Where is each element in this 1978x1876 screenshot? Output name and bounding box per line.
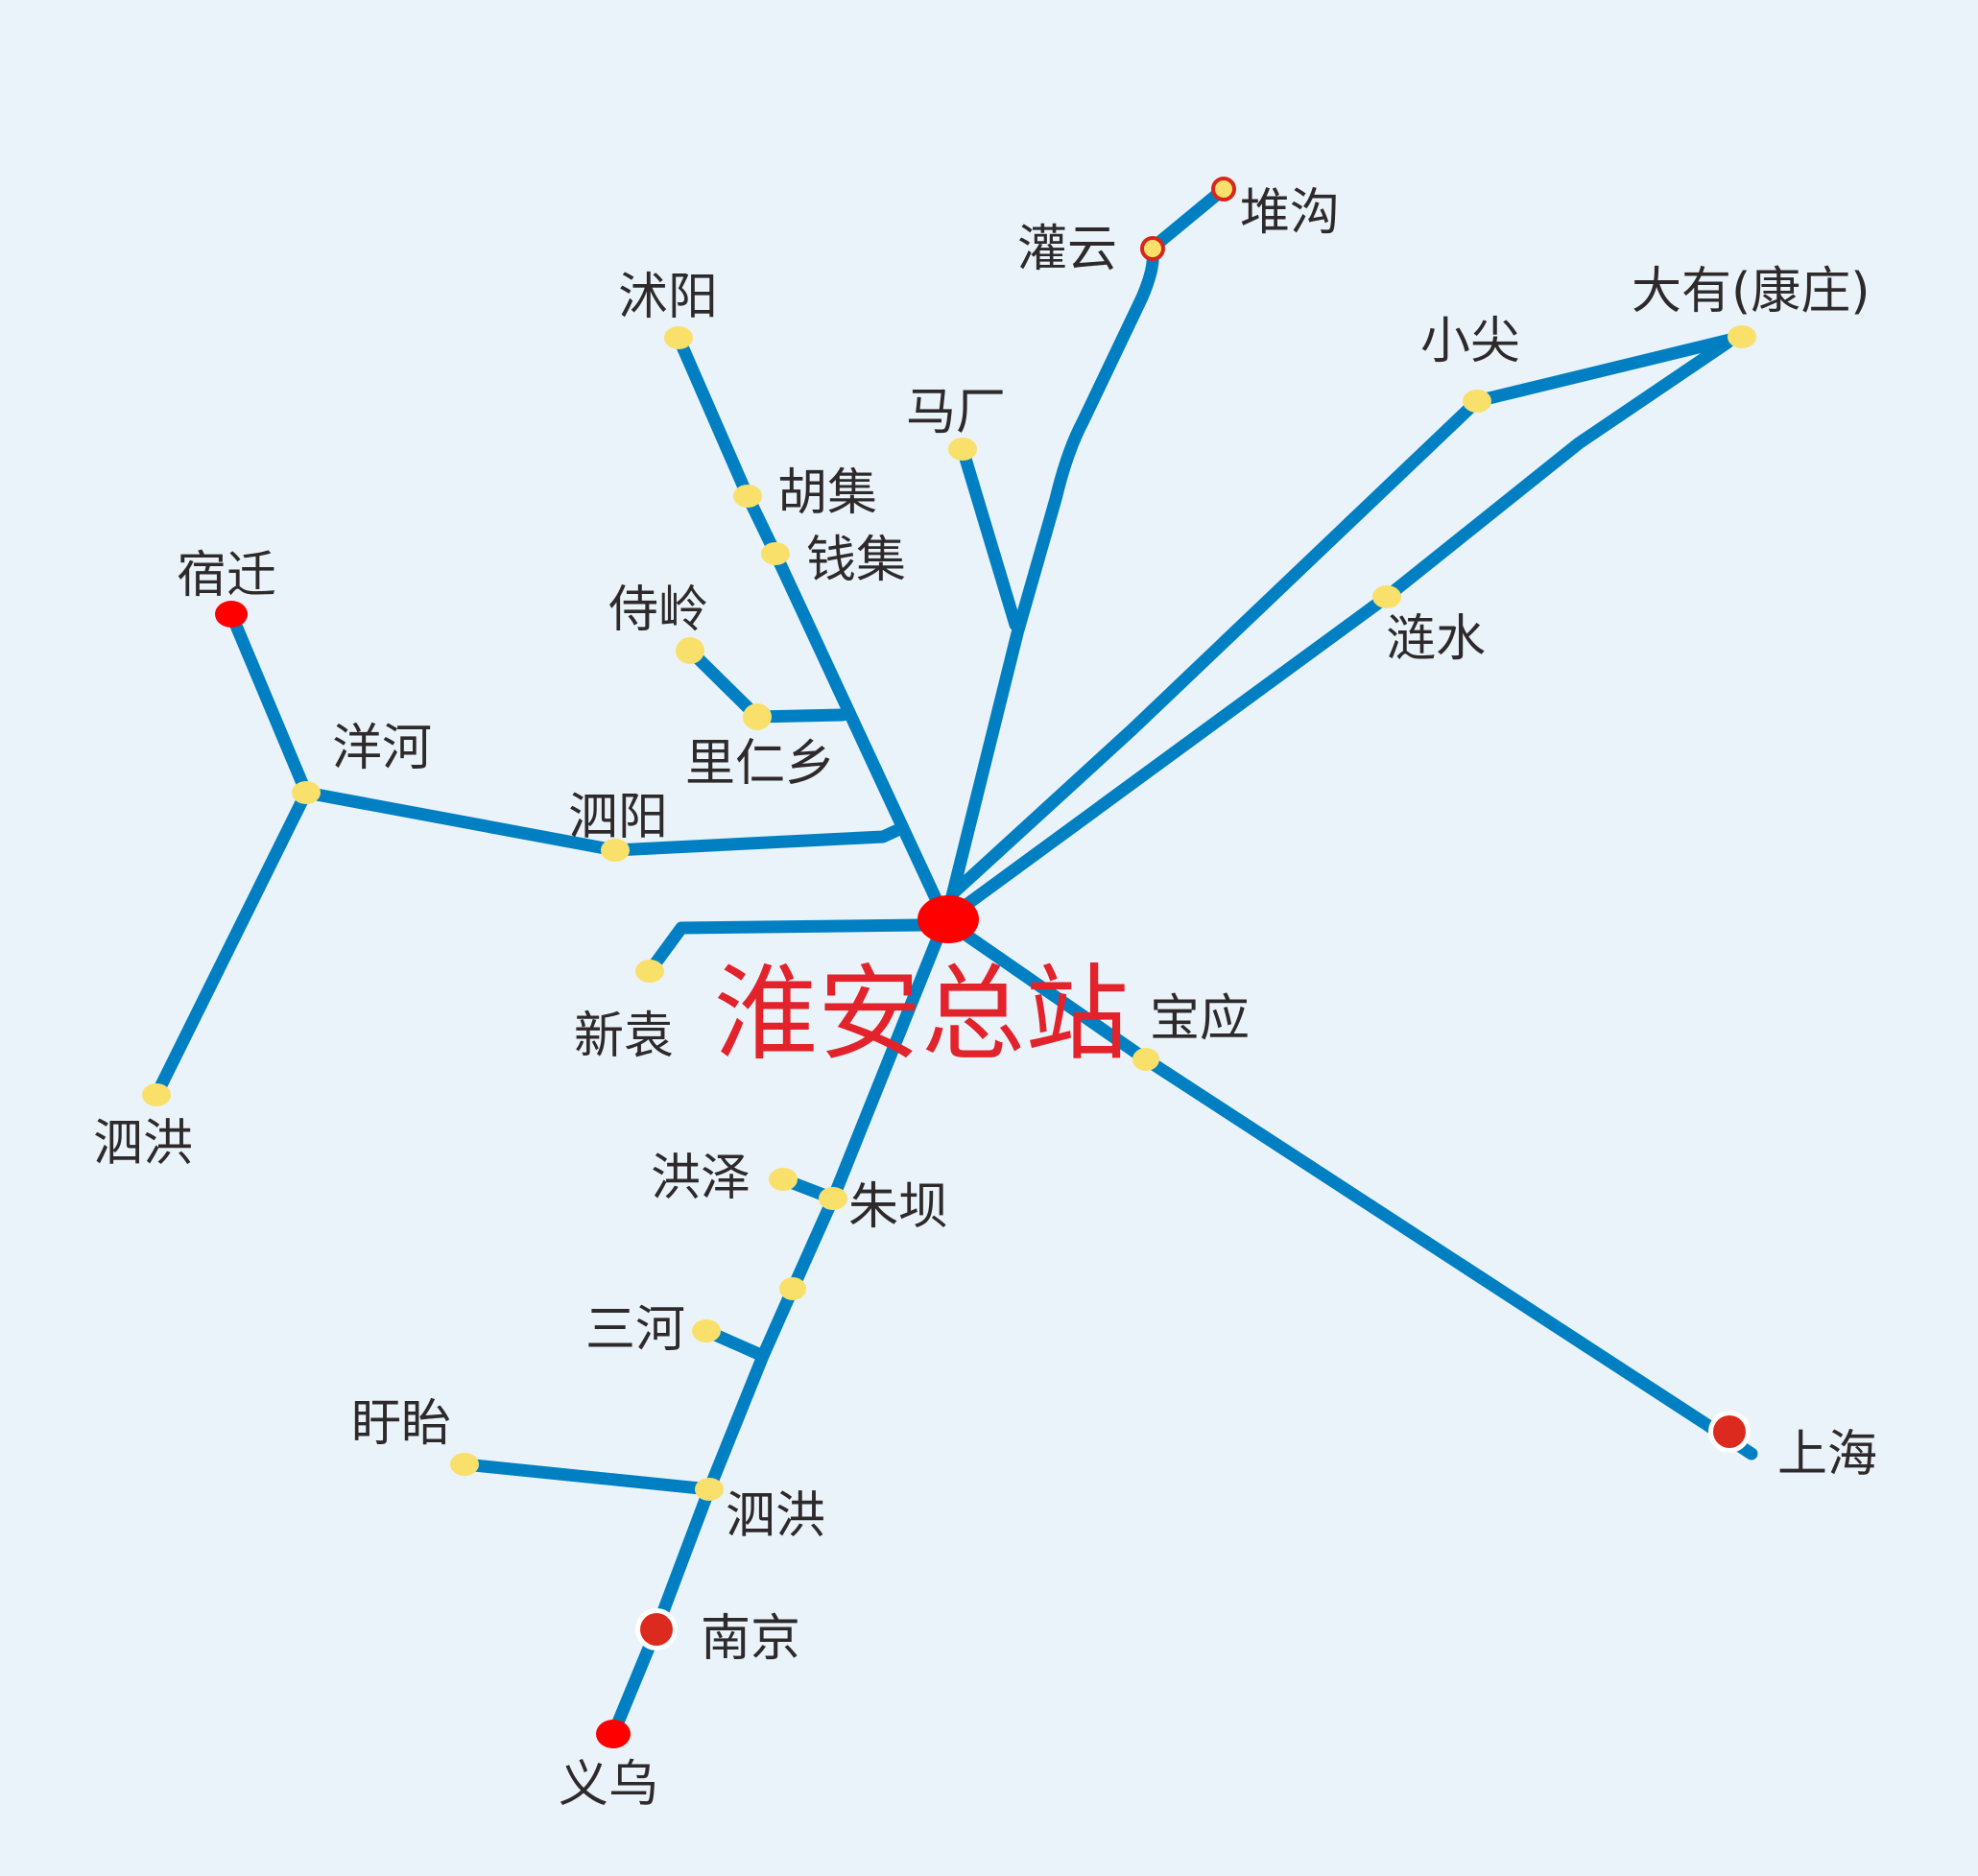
label-xinyuan: 新袁	[574, 1008, 675, 1065]
label-baoying: 宝应	[1150, 990, 1251, 1048]
station-marker-xinyuan[interactable]	[635, 960, 664, 983]
station-marker-siyang[interactable]	[601, 839, 630, 862]
station-marker-shiling[interactable]	[676, 637, 704, 664]
label-zhuba: 朱坝	[848, 1178, 949, 1236]
station-marker-guanyun[interactable]	[1140, 236, 1165, 261]
label-suqian: 宿迁	[177, 547, 277, 605]
station-marker-lianshui[interactable]	[1372, 585, 1401, 608]
label-shuyang: 沭阳	[618, 269, 719, 326]
label-sihong-west: 泗洪	[93, 1115, 194, 1173]
label-sihong-south: 泗洪	[726, 1487, 826, 1545]
label-guanyun: 灌云	[1017, 221, 1118, 278]
route-xuyi	[458, 1458, 716, 1496]
station-marker-hongze[interactable]	[769, 1168, 798, 1191]
hub-title: 淮安总站	[714, 955, 1130, 1075]
station-marker-sanhe[interactable]	[692, 1319, 721, 1342]
station-marker-sihong-west[interactable]	[142, 1083, 171, 1106]
label-shanghai: 上海	[1777, 1426, 1878, 1484]
label-siyang: 泗阳	[568, 789, 669, 846]
hub-marker[interactable]	[918, 895, 979, 943]
station-marker-xiaojian[interactable]	[1463, 390, 1491, 413]
station-marker-duigou[interactable]	[1211, 177, 1236, 202]
label-nanjing: 南京	[701, 1610, 801, 1668]
label-hongze: 洪泽	[651, 1150, 751, 1207]
station-marker-xuyi[interactable]	[450, 1453, 479, 1476]
station-marker-yiwu[interactable]	[596, 1720, 631, 1748]
station-marker-zhuba[interactable]	[819, 1187, 847, 1210]
station-marker-yanghe[interactable]	[292, 781, 321, 804]
label-duigou: 堆沟	[1240, 184, 1341, 242]
station-marker-suqian[interactable]	[215, 601, 248, 628]
station-marker-shuyang[interactable]	[664, 326, 693, 349]
station-marker-sihong-south[interactable]	[695, 1478, 724, 1501]
station-marker-shanghai[interactable]	[1713, 1415, 1746, 1448]
label-lirenxiang: 里仁乡	[685, 735, 836, 793]
station-marker-lirenxiang[interactable]	[743, 703, 772, 730]
route-shuyang-hub	[672, 331, 953, 928]
station-marker-nanjing[interactable]	[640, 1613, 673, 1646]
route-machang	[956, 442, 1022, 631]
label-machang: 马厂	[906, 384, 1007, 441]
label-yiwu: 义乌	[559, 1756, 659, 1814]
station-marker-unnamed[interactable]	[779, 1277, 806, 1300]
route-yanghe-siyang	[299, 786, 902, 857]
station-marker-qianji[interactable]	[761, 542, 790, 565]
label-huji: 胡集	[777, 464, 878, 522]
route-suqian-sihong	[150, 607, 313, 1102]
stations	[142, 177, 1756, 1748]
label-sanhe: 三河	[585, 1301, 686, 1359]
label-lianshui: 涟水	[1386, 610, 1487, 668]
label-qianji: 钱集	[806, 532, 907, 589]
station-marker-dayou[interactable]	[1728, 325, 1756, 348]
route-hub-xinyuan	[643, 918, 928, 978]
station-marker-machang[interactable]	[948, 438, 977, 461]
station-marker-huji[interactable]	[733, 485, 762, 508]
label-xuyi: 盱眙	[351, 1395, 452, 1453]
route-dayou-lianshui-hub	[953, 336, 1734, 916]
label-yanghe: 洋河	[332, 720, 433, 777]
label-dayou: 大有(康庄)	[1632, 263, 1871, 321]
route-hub-xiaojian-dayou	[947, 330, 1749, 899]
station-marker-baoying[interactable]	[1132, 1048, 1159, 1071]
label-shiling: 侍岭	[608, 582, 709, 639]
label-xiaojian: 小尖	[1420, 313, 1521, 370]
